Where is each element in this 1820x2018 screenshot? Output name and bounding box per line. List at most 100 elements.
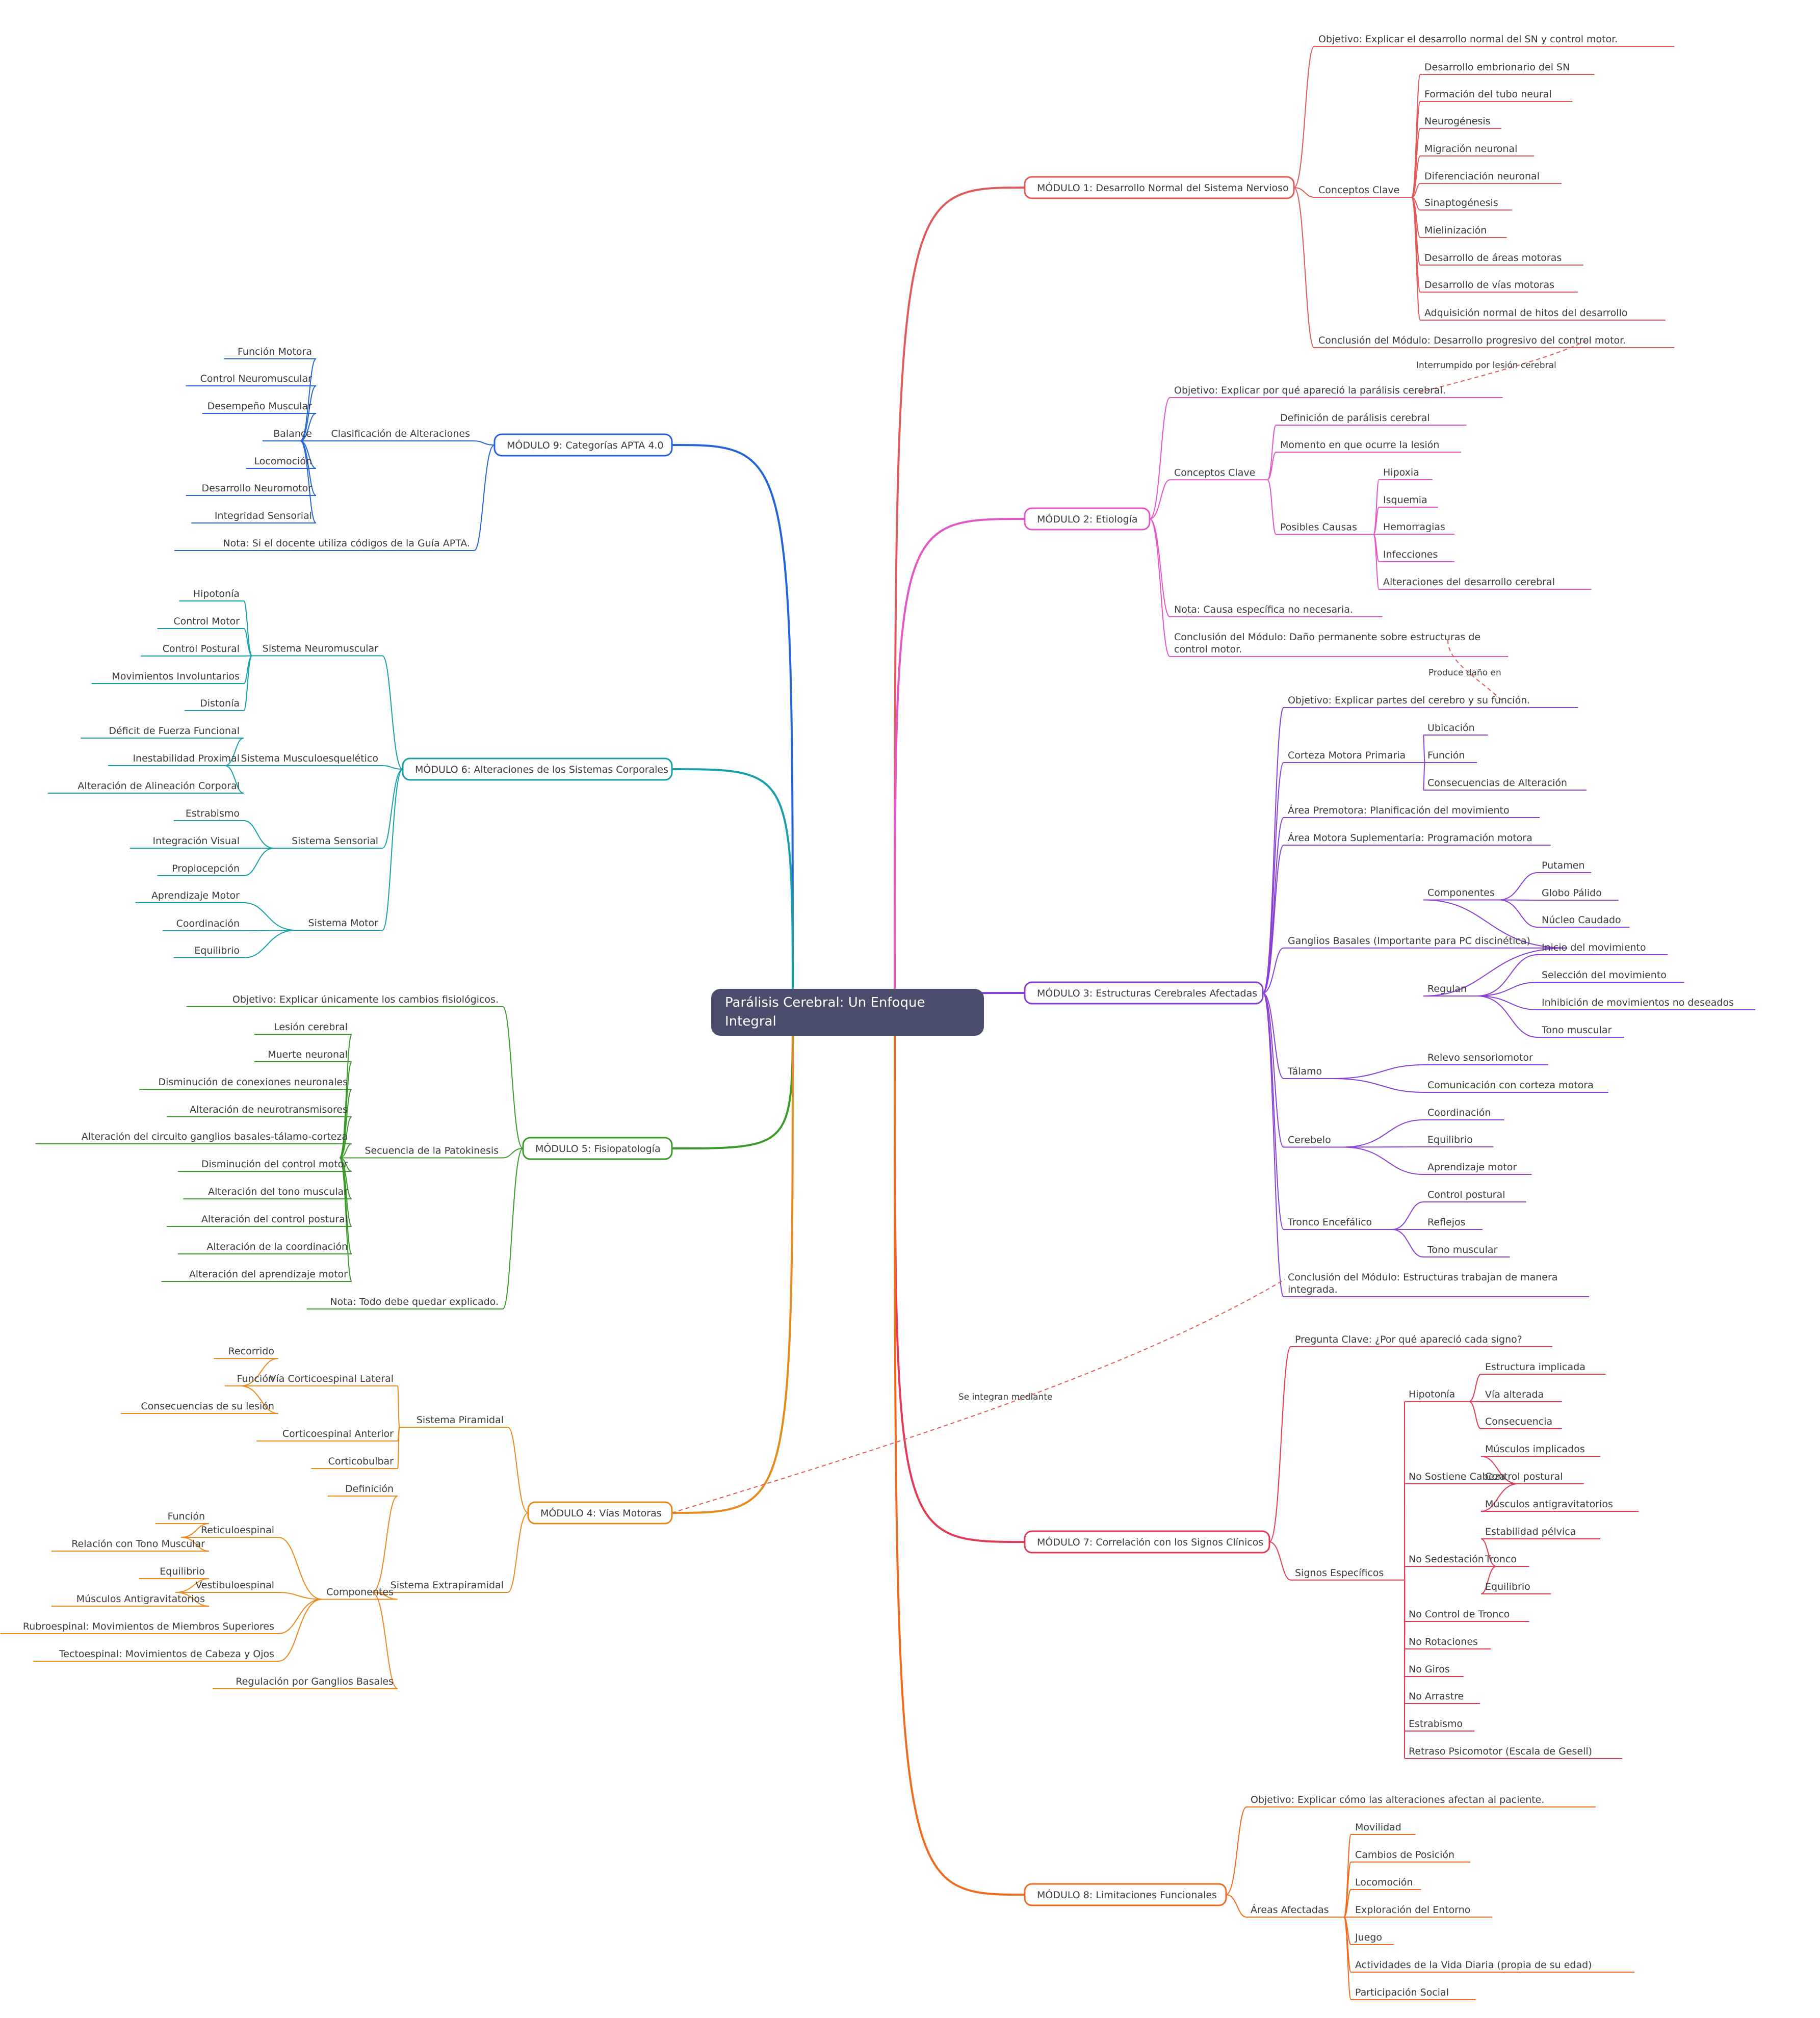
node-label[interactable]: Desempeño Muscular xyxy=(207,401,313,412)
node-label[interactable]: Equilibrio xyxy=(194,945,240,956)
node-label[interactable]: Equilibrio xyxy=(1485,1581,1530,1592)
node-label[interactable]: Sistema Neuromuscular xyxy=(263,643,378,654)
node-label[interactable]: Objetivo: Explicar únicamente los cambio… xyxy=(232,994,499,1005)
node-label[interactable]: Tronco xyxy=(1485,1554,1517,1565)
node-label[interactable]: Exploración del Entorno xyxy=(1355,1904,1470,1916)
node-label[interactable]: Definición xyxy=(345,1483,394,1495)
node-label[interactable]: Corteza Motora Primaria xyxy=(1288,750,1406,761)
node-label[interactable]: Conceptos Clave xyxy=(1318,185,1399,196)
node-label[interactable]: Movimientos Involuntarios xyxy=(112,671,240,682)
node-label[interactable]: Vía Corticoespinal Lateral xyxy=(270,1373,394,1384)
node-label[interactable]: Hemorragias xyxy=(1383,521,1445,533)
node-label[interactable]: Hipotonía xyxy=(1409,1389,1455,1400)
module-node-m3[interactable]: MÓDULO 3: Estructuras Cerebrales Afectad… xyxy=(1024,981,1264,1005)
node-label[interactable]: Área Premotora: Planificación del movimi… xyxy=(1288,804,1510,816)
node-label[interactable]: Componentes xyxy=(326,1587,394,1598)
node-label[interactable]: Conclusión del Módulo: Desarrollo progre… xyxy=(1318,335,1626,346)
node-label[interactable]: Estrabismo xyxy=(186,808,240,819)
node-label[interactable]: Hipoxia xyxy=(1383,467,1419,478)
node-label[interactable]: Coordinación xyxy=(1427,1107,1491,1118)
node-label[interactable]: Objetivo: Explicar por qué apareció la p… xyxy=(1174,385,1446,396)
node-label[interactable]: Participación Social xyxy=(1355,1987,1449,1998)
node-label[interactable]: Corticobulbar xyxy=(328,1456,394,1467)
node-label[interactable]: Reticuloespinal xyxy=(201,1525,274,1536)
node-label[interactable]: Desarrollo Neuromotor xyxy=(201,483,312,494)
node-label[interactable]: Equilibrio xyxy=(160,1566,205,1577)
node-label[interactable]: Mielinización xyxy=(1424,225,1487,236)
node-label[interactable]: Neurogénesis xyxy=(1424,116,1491,127)
module-node-m4[interactable]: MÓDULO 4: Vías Motoras xyxy=(527,1501,673,1525)
node-label[interactable]: Objetivo: Explicar partes del cerebro y … xyxy=(1288,695,1530,706)
node-label[interactable]: Función xyxy=(168,1511,205,1522)
node-label[interactable]: Reflejos xyxy=(1427,1217,1466,1228)
node-label[interactable]: Muerte neuronal xyxy=(268,1049,348,1060)
node-label[interactable]: Actividades de la Vida Diaria (propia de… xyxy=(1355,1959,1592,1971)
node-label[interactable]: Nota: Todo debe quedar explicado. xyxy=(330,1296,499,1307)
node-label[interactable]: Ubicación xyxy=(1427,722,1475,733)
node-label[interactable]: Integración Visual xyxy=(153,835,240,847)
node-label[interactable]: Aprendizaje motor xyxy=(1427,1162,1517,1173)
node-label[interactable]: Sistema Piramidal xyxy=(417,1414,504,1426)
node-label[interactable]: Putamen xyxy=(1542,860,1585,871)
root-node[interactable]: Parálisis Cerebral: Un Enfoque Integral xyxy=(711,989,984,1036)
node-label[interactable]: Desarrollo de áreas motoras xyxy=(1424,252,1562,264)
node-label[interactable]: Momento en que ocurre la lesión xyxy=(1280,439,1439,451)
node-label[interactable]: Control Neuromuscular xyxy=(200,373,313,384)
node-label[interactable]: Áreas Afectadas xyxy=(1251,1904,1329,1916)
node-label[interactable]: Rubroespinal: Movimientos de Miembros Su… xyxy=(23,1621,274,1632)
node-label[interactable]: Tono muscular xyxy=(1427,1244,1498,1255)
node-label[interactable]: Consecuencias de Alteración xyxy=(1427,777,1567,789)
module-node-m7[interactable]: MÓDULO 7: Correlación con los Signos Clí… xyxy=(1024,1530,1270,1554)
node-label[interactable]: Disminución del control motor xyxy=(201,1159,348,1170)
node-label[interactable]: Definición de parálisis cerebral xyxy=(1280,412,1430,424)
node-label[interactable]: Equilibrio xyxy=(1427,1134,1473,1145)
node-label[interactable]: Adquisición normal de hitos del desarrol… xyxy=(1424,307,1628,319)
node-label[interactable]: Regulación por Ganglios Basales xyxy=(236,1676,394,1687)
node-label[interactable]: Diferenciación neuronal xyxy=(1424,171,1540,182)
node-label[interactable]: Coordinación xyxy=(176,918,240,929)
node-label[interactable]: Alteración del tono muscular xyxy=(208,1186,348,1197)
node-label[interactable]: Cambios de Posición xyxy=(1355,1849,1454,1860)
module-node-m9[interactable]: MÓDULO 9: Categorías APTA 4.0 xyxy=(493,433,673,457)
node-label[interactable]: Área Motora Suplementaria: Programación … xyxy=(1288,832,1532,844)
node-label[interactable]: Selección del movimiento xyxy=(1542,969,1667,981)
node-label[interactable]: Corticoespinal Anterior xyxy=(282,1428,394,1439)
node-label[interactable]: Núcleo Caudado xyxy=(1542,914,1621,926)
node-label[interactable]: Tronco Encefálico xyxy=(1287,1217,1372,1228)
node-label[interactable]: Función Motora xyxy=(238,346,312,357)
module-node-m8[interactable]: MÓDULO 8: Limitaciones Funcionales xyxy=(1024,1883,1227,1906)
node-label[interactable]: Sistema Motor xyxy=(308,918,379,929)
node-label[interactable]: Nota: Causa específica no necesaria. xyxy=(1174,604,1353,615)
node-label[interactable]: Isquemia xyxy=(1383,494,1427,506)
node-label[interactable]: No Arrastre xyxy=(1409,1691,1464,1702)
node-label[interactable]: Infecciones xyxy=(1383,549,1438,560)
node-label[interactable]: Sinaptogénesis xyxy=(1424,197,1498,208)
node-label[interactable]: Juego xyxy=(1355,1932,1382,1943)
node-label[interactable]: Vía alterada xyxy=(1485,1389,1544,1400)
module-node-m5[interactable]: MÓDULO 5: Fisiopatología xyxy=(522,1137,673,1160)
node-label[interactable]: Control Motor xyxy=(173,616,240,627)
module-node-m1[interactable]: MÓDULO 1: Desarrollo Normal del Sistema … xyxy=(1024,176,1295,199)
node-label[interactable]: Distonía xyxy=(200,698,240,709)
node-label[interactable]: No Sedestación xyxy=(1409,1554,1484,1565)
node-label[interactable]: Sistema Extrapiramidal xyxy=(391,1580,504,1591)
node-label[interactable]: Cerebelo xyxy=(1288,1135,1331,1146)
node-label[interactable]: Consecuencia xyxy=(1485,1416,1552,1427)
node-label[interactable]: Formación del tubo neural xyxy=(1424,89,1552,100)
node-label[interactable]: Recorrido xyxy=(228,1346,274,1357)
node-label[interactable]: Estructura implicada xyxy=(1485,1361,1585,1373)
node-label[interactable]: Retraso Psicomotor (Escala de Gesell) xyxy=(1409,1746,1592,1757)
node-label[interactable]: Inestabilidad Proximal xyxy=(133,753,240,764)
node-label[interactable]: Desarrollo de vías motoras xyxy=(1424,279,1554,291)
node-label[interactable]: No Giros xyxy=(1409,1664,1450,1675)
node-label[interactable]: Músculos Antigravitatorios xyxy=(76,1593,205,1605)
node-label[interactable]: Lesión cerebral xyxy=(274,1021,348,1033)
node-label[interactable]: Inicio del movimiento xyxy=(1542,942,1646,953)
node-label[interactable]: Desarrollo embrionario del SN xyxy=(1424,62,1570,73)
node-label[interactable]: Músculos antigravitatorios xyxy=(1485,1499,1613,1510)
node-label[interactable]: Hipotonía xyxy=(193,588,240,599)
node-label[interactable]: Estabilidad pélvica xyxy=(1485,1526,1576,1537)
node-label[interactable]: Locomoción xyxy=(254,456,312,467)
node-label[interactable]: Clasificación de Alteraciones xyxy=(331,428,471,439)
node-label[interactable]: Globo Pálido xyxy=(1542,887,1602,899)
